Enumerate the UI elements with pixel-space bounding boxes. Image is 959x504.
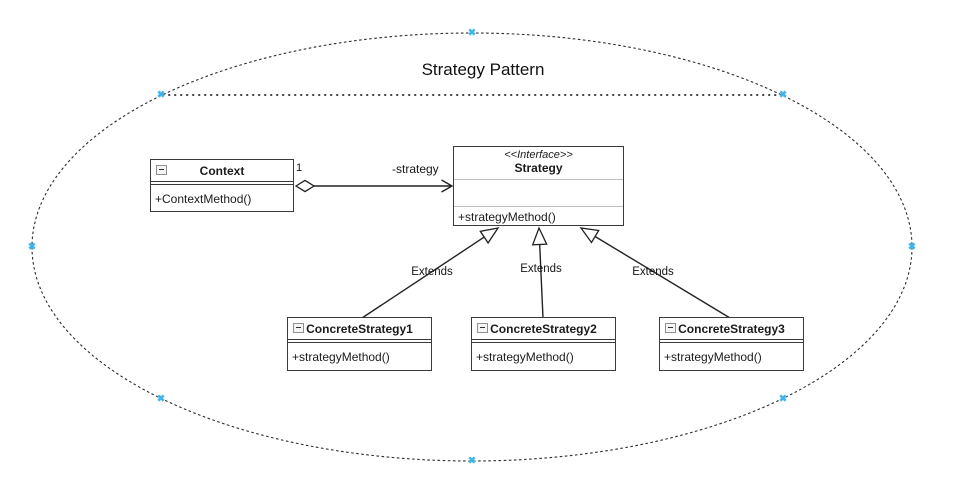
open-arrowhead-icon	[441, 179, 454, 193]
class-name: Context	[199, 163, 245, 178]
attributes-compartment	[454, 180, 623, 207]
class-name: ConcreteStrategy3	[678, 321, 785, 336]
class-box-context[interactable]: Context +ContextMethod()	[150, 159, 294, 212]
class-title-bar: ConcreteStrategy1	[288, 318, 431, 339]
class-name: ConcreteStrategy2	[490, 321, 597, 336]
selection-handle-icon-bottom[interactable]: ✖	[468, 455, 476, 467]
class-box-concrete-strategy-3[interactable]: ConcreteStrategy3 +strategyMethod()	[659, 317, 804, 371]
class-method: +ContextMethod()	[155, 192, 252, 207]
triangle-arrowhead-icon	[579, 227, 600, 244]
class-box-concrete-strategy-2[interactable]: ConcreteStrategy2 +strategyMethod()	[471, 317, 616, 371]
extends-label-2: Extends	[520, 263, 562, 275]
compartment-separator	[151, 181, 293, 186]
association-context-strategy[interactable]	[294, 179, 454, 193]
selection-handle-icon-left[interactable]: ✖	[28, 241, 36, 253]
class-method: +strategyMethod()	[476, 350, 574, 365]
selection-handle-icon-bottom-left[interactable]: ✖	[157, 393, 165, 405]
stereotype-label: <<Interface>>	[504, 149, 573, 161]
class-title-bar: ConcreteStrategy2	[472, 318, 615, 339]
collapse-icon[interactable]	[156, 165, 167, 175]
extends-label-1: Extends	[411, 266, 453, 278]
selection-handle-icon-top[interactable]: ✖	[468, 27, 476, 39]
class-name: Strategy	[514, 161, 563, 175]
compartment-separator	[660, 339, 803, 344]
collapse-icon[interactable]	[477, 323, 488, 333]
collapse-icon[interactable]	[665, 323, 676, 333]
boundary-ellipse[interactable]	[31, 32, 913, 462]
collapse-icon[interactable]	[293, 323, 304, 333]
compartment-separator	[472, 339, 615, 344]
class-method: +strategyMethod()	[458, 210, 556, 224]
class-title-bar: <<Interface>> Strategy	[454, 147, 623, 180]
aggregation-diamond-icon	[294, 179, 316, 193]
multiplicity-label: 1	[296, 162, 303, 174]
selection-handle-icon-bottom-right[interactable]: ✖	[779, 393, 787, 405]
class-name: ConcreteStrategy1	[306, 321, 413, 336]
triangle-arrowhead-icon	[479, 227, 500, 245]
class-box-strategy[interactable]: <<Interface>> Strategy +strategyMethod()	[453, 146, 624, 226]
compartment-separator	[288, 339, 431, 344]
association-label: -strategy	[392, 162, 439, 176]
diagram-title: Strategy Pattern	[421, 60, 545, 79]
generalization-1[interactable]	[361, 227, 500, 319]
class-box-concrete-strategy-1[interactable]: ConcreteStrategy1 +strategyMethod()	[287, 317, 432, 371]
triangle-arrowhead-icon	[531, 226, 548, 246]
class-method: +strategyMethod()	[664, 350, 762, 365]
generalization-2[interactable]	[531, 226, 548, 319]
class-title-bar: ConcreteStrategy3	[660, 318, 803, 339]
generalization-3[interactable]	[579, 227, 731, 319]
selection-handle-icon-top-right[interactable]: ✖	[779, 89, 787, 101]
selection-handle-icon-right[interactable]: ✖	[908, 241, 916, 253]
class-title-bar: Context	[151, 160, 293, 181]
extends-label-3: Extends	[632, 266, 674, 278]
selection-handle-icon-top-left[interactable]: ✖	[157, 89, 165, 101]
class-method: +strategyMethod()	[292, 350, 390, 365]
